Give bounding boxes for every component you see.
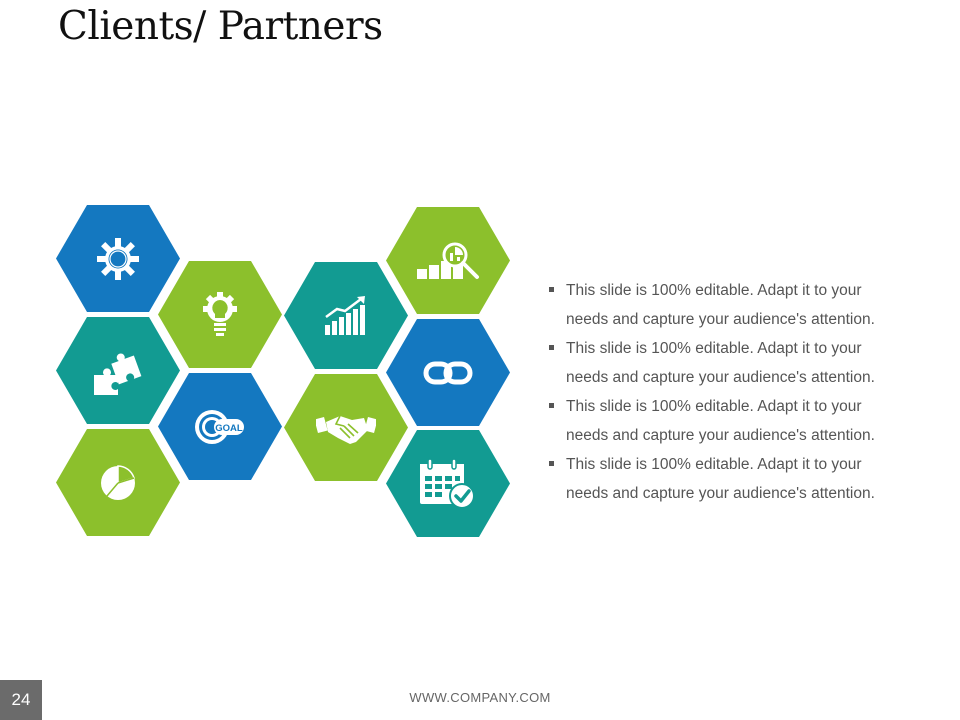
goal-label: GOAL <box>215 423 243 434</box>
bullet-list: This slide is 100% editable. Adapt it to… <box>546 276 906 508</box>
slide-title: Clients/ Partners <box>58 4 383 49</box>
lightbulb-gear-icon <box>203 291 237 336</box>
analytics-magnifier-icon <box>417 242 479 279</box>
hex-growth-chart <box>284 262 408 369</box>
hex-pie-chart <box>56 429 180 536</box>
chain-link-icon <box>423 361 473 384</box>
gear-icon <box>97 237 139 280</box>
footer-url: WWW.COMPANY.COM <box>409 690 551 705</box>
handshake-icon <box>316 415 376 444</box>
hex-chain-link <box>386 319 510 426</box>
page-number: 24 <box>0 680 42 720</box>
hex-calendar <box>386 430 510 537</box>
hex-handshake <box>284 374 408 481</box>
hex-gear <box>56 205 180 312</box>
hex-puzzle <box>56 317 180 424</box>
hex-analytics <box>386 207 510 314</box>
growth-chart-icon <box>325 295 365 335</box>
bullet-item: This slide is 100% editable. Adapt it to… <box>546 334 906 392</box>
bullet-item: This slide is 100% editable. Adapt it to… <box>546 392 906 450</box>
hex-goal: GOAL <box>158 373 282 480</box>
puzzle-icon <box>94 352 142 395</box>
hex-lightbulb <box>158 261 282 368</box>
goal-target-icon: GOAL <box>195 409 244 444</box>
bullet-item: This slide is 100% editable. Adapt it to… <box>546 276 906 334</box>
bullet-item: This slide is 100% editable. Adapt it to… <box>546 450 906 508</box>
calendar-check-icon <box>420 457 475 509</box>
pie-chart-icon <box>101 464 135 500</box>
